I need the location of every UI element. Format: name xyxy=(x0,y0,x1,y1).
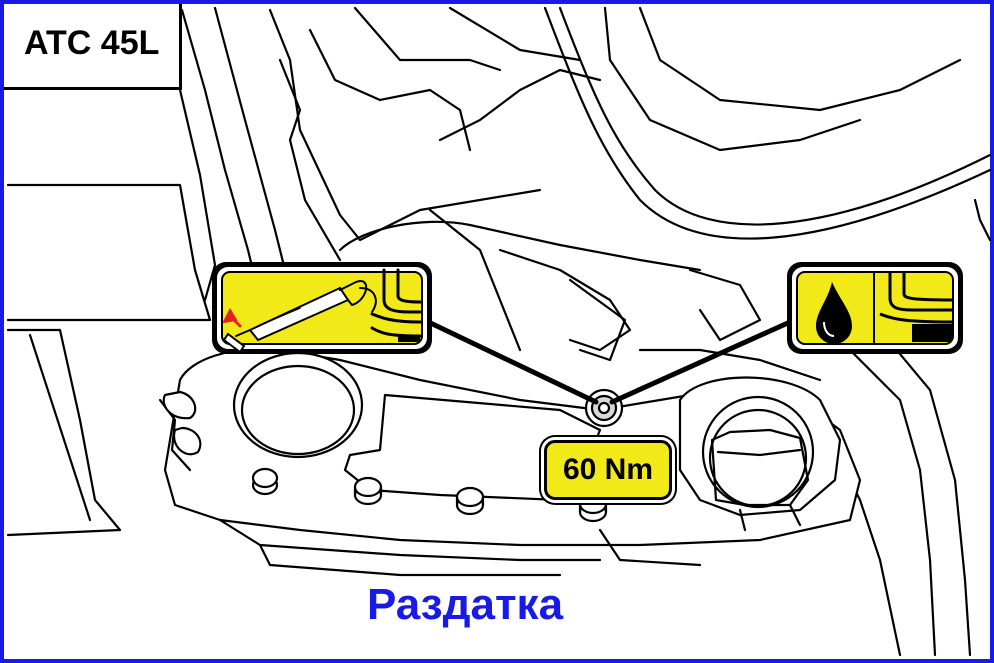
caption: Раздатка xyxy=(366,580,564,629)
fill-callout xyxy=(787,262,963,354)
drain-callout xyxy=(212,262,432,354)
oil-extractor-pump-icon xyxy=(222,268,422,354)
model-label: ATC 45L xyxy=(4,4,182,90)
torque-spec-label: 60 Nm xyxy=(544,440,672,500)
